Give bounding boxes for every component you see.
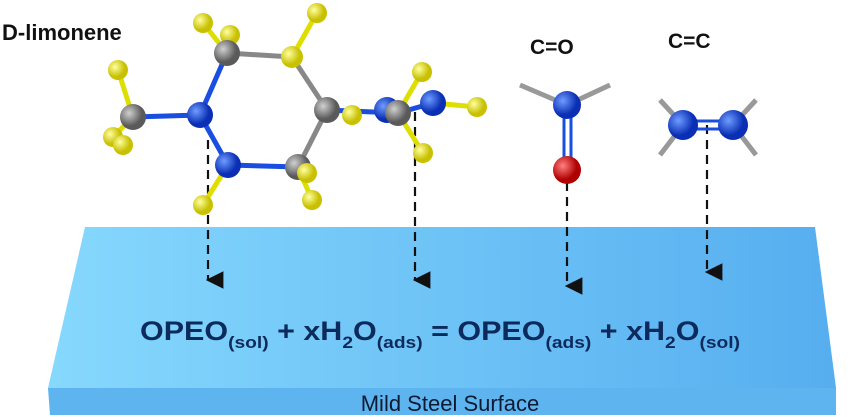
- alkene-label: C=C: [668, 30, 711, 53]
- interaction-arrows: [205, 112, 723, 295]
- d-limonene-molecule: [103, 3, 487, 215]
- carbonyl-label: C=O: [530, 36, 574, 59]
- d-limonene-label: D-limonene: [2, 20, 122, 45]
- carbonyl-molecule: [519, 82, 612, 184]
- surface-label: Mild Steel Surface: [361, 391, 540, 416]
- hydrogen-atoms: [103, 3, 487, 215]
- mild-steel-surface: [48, 227, 836, 415]
- alkene-molecule: [658, 98, 758, 157]
